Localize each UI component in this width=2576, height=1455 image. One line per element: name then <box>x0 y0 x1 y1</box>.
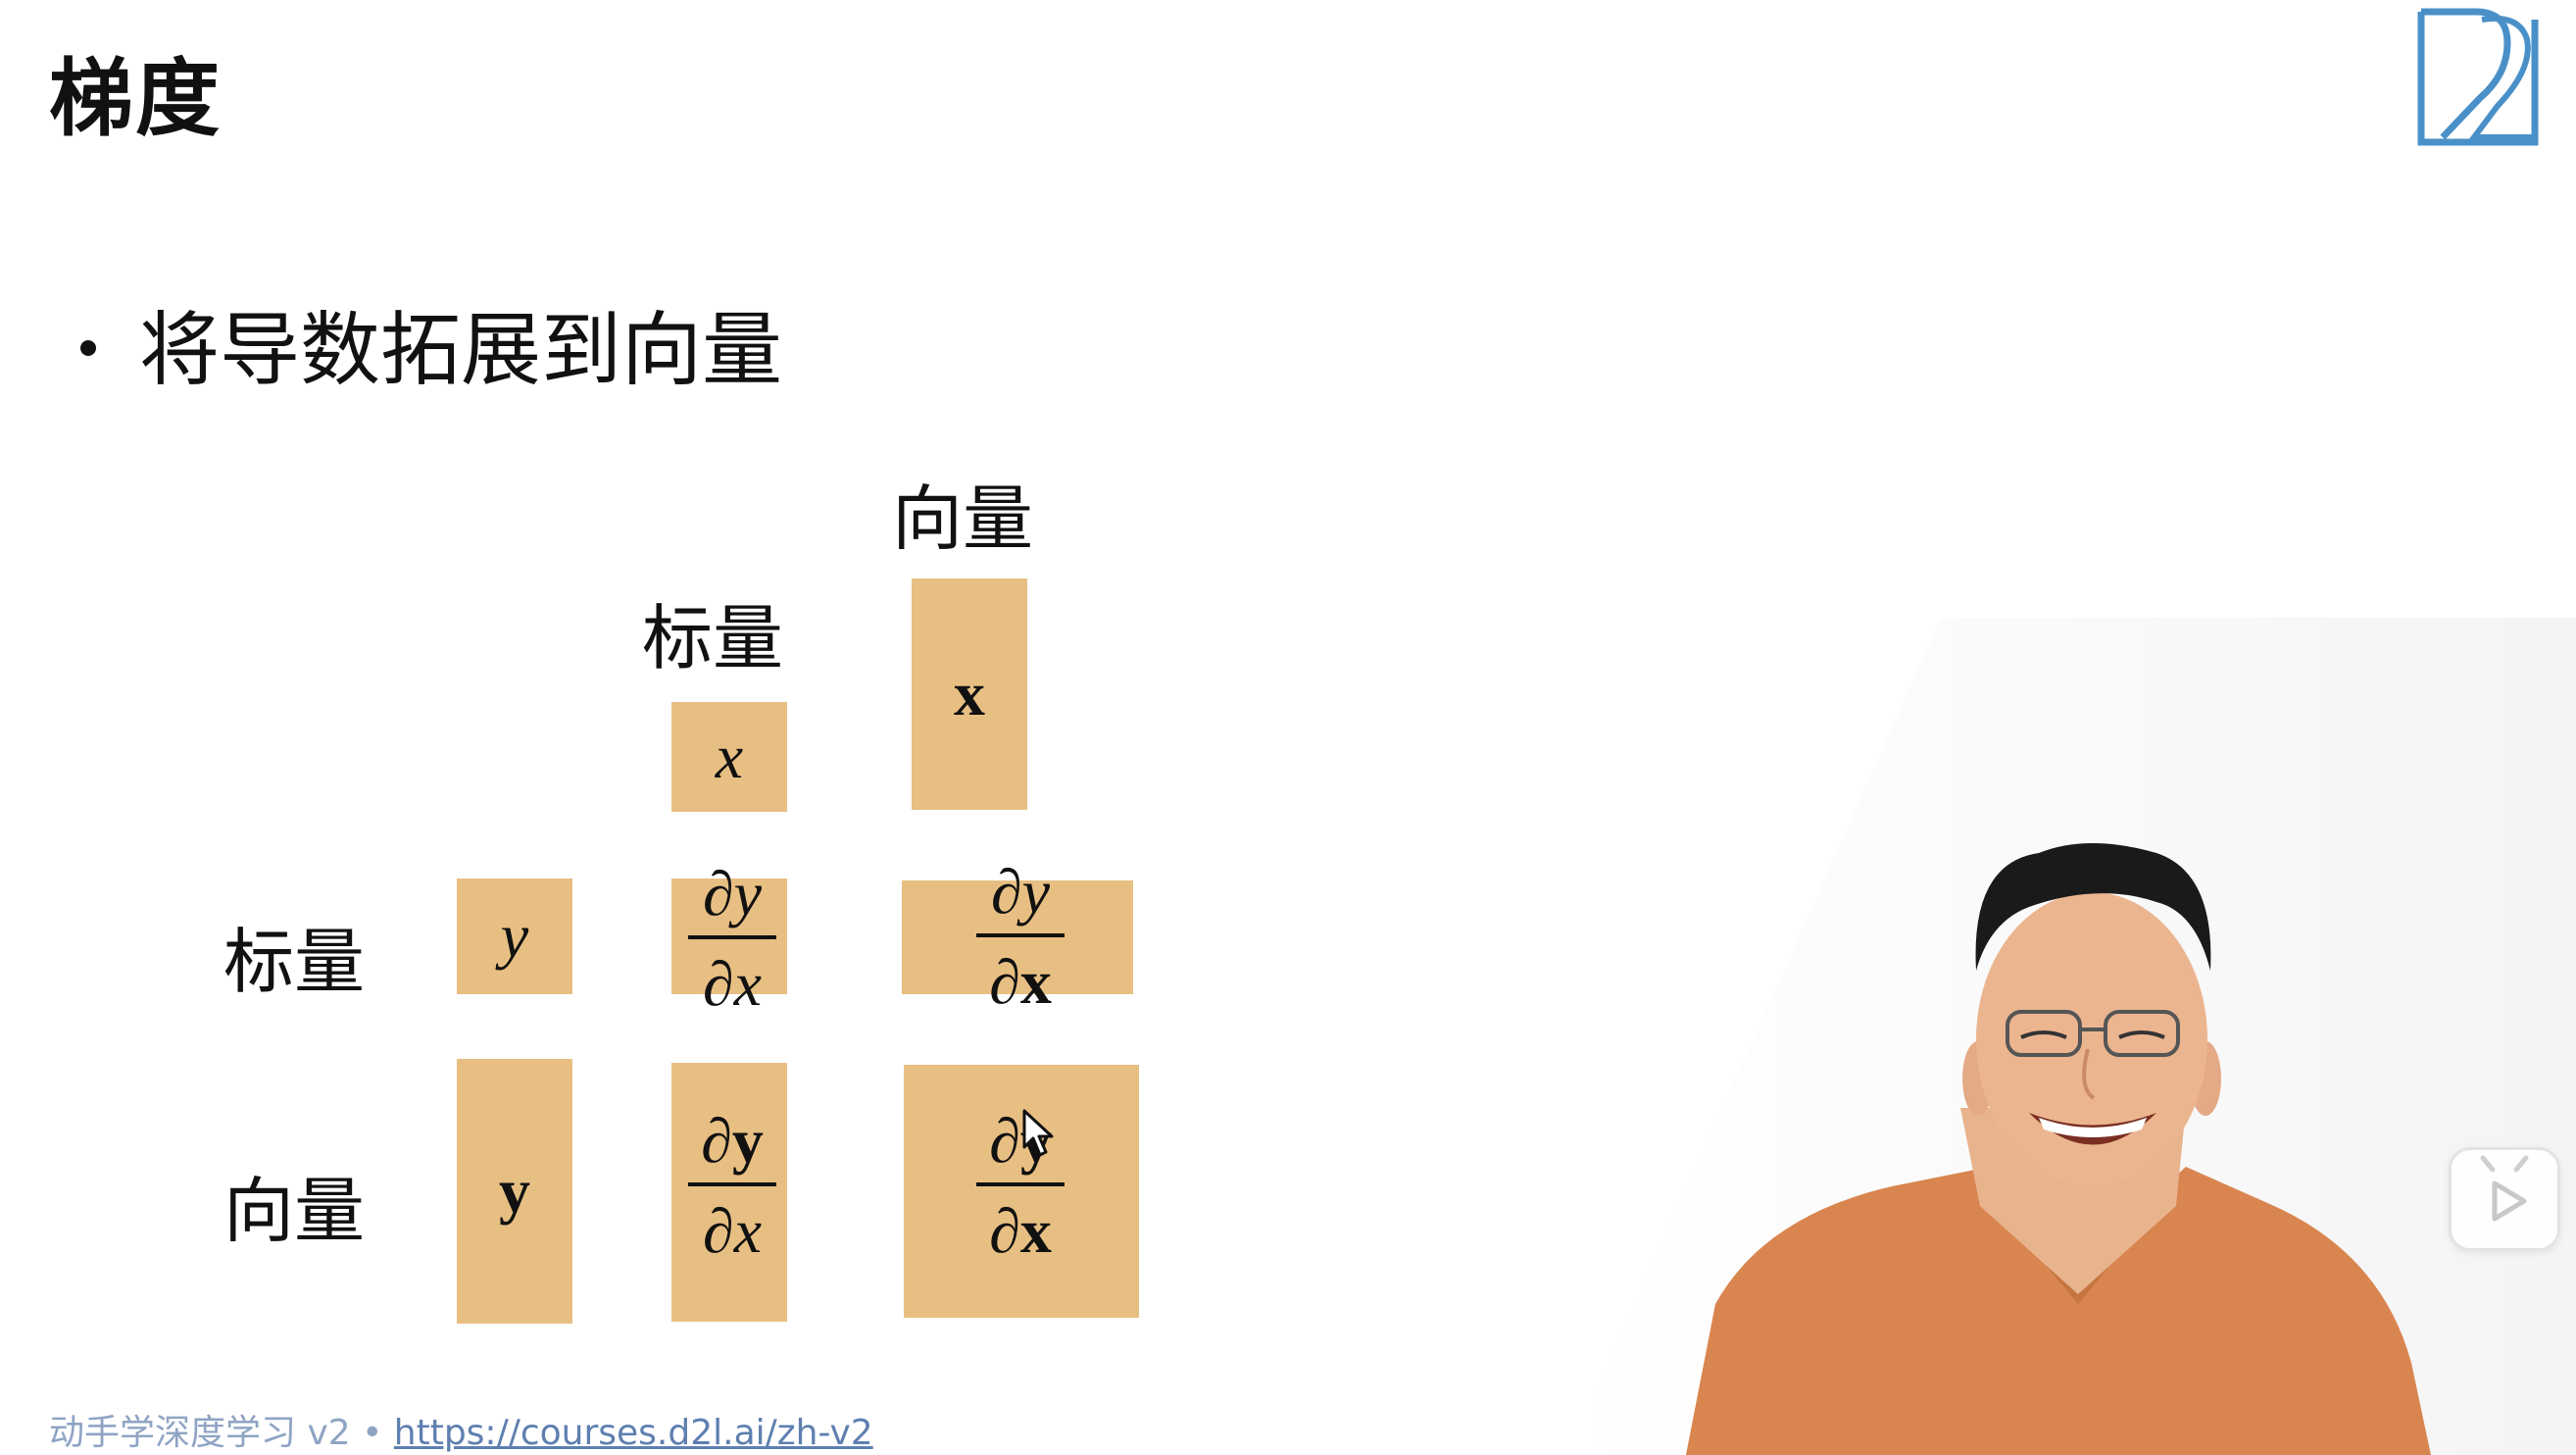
dyvec-dx-box <box>671 1063 787 1322</box>
footer: 动手学深度学习 v2 • https://courses.d2l.ai/zh-v… <box>49 1404 873 1455</box>
fraction-bar <box>976 933 1065 937</box>
dy-dx-scalar-fraction: ∂y ∂x <box>688 863 776 1016</box>
denominator-x: x <box>733 1196 763 1266</box>
dyvec-dx-fraction: ∂y ∂x <box>688 1110 776 1263</box>
mouse-cursor-icon <box>1022 1109 1054 1157</box>
fraction-bar <box>688 1182 776 1186</box>
bullet-point: 将导数拓展到向量 <box>80 284 782 401</box>
x-scalar-symbol: x <box>715 722 744 791</box>
bullet-text: 将导数拓展到向量 <box>139 304 783 397</box>
numerator-y: y <box>733 859 763 928</box>
denominator-x: x <box>1019 1196 1052 1266</box>
partial-symbol: ∂ <box>702 949 734 1019</box>
x-scalar-box: x <box>671 702 787 812</box>
dyvec-dxvec-box <box>904 1065 1139 1318</box>
x-vector-symbol: x <box>954 659 985 728</box>
y-scalar-symbol: y <box>500 901 529 971</box>
y-scalar-box: y <box>457 878 572 994</box>
play-icon <box>2480 1155 2529 1222</box>
fraction-bar <box>976 1182 1065 1186</box>
y-vector-symbol: y <box>499 1156 530 1226</box>
dy-dxvec-fraction: ∂y ∂x <box>976 861 1065 1014</box>
numerator-y: y <box>731 1106 764 1176</box>
partial-symbol: ∂ <box>702 1196 734 1266</box>
fraction-bar <box>688 935 776 939</box>
denominator-x: x <box>1019 947 1052 1017</box>
partial-symbol: ∂ <box>989 1106 1020 1176</box>
partial-symbol: ∂ <box>702 859 734 928</box>
row-header-scalar: 标量 <box>223 921 366 1003</box>
y-vector-box: y <box>457 1059 572 1324</box>
bullet-dot <box>80 339 96 356</box>
footer-course-label: 动手学深度学习 v2 • <box>49 1413 394 1453</box>
row-header-vector: 向量 <box>223 1170 366 1252</box>
partial-symbol: ∂ <box>989 947 1020 1017</box>
numerator-y: y <box>1021 857 1051 927</box>
presenter-video <box>1568 618 2576 1455</box>
d2l-logo-icon <box>2417 8 2539 146</box>
dy-dxvec-box <box>902 880 1133 994</box>
col-header-vector: 向量 <box>892 477 1034 560</box>
play-button[interactable] <box>2449 1147 2560 1251</box>
partial-symbol: ∂ <box>989 1196 1020 1266</box>
slide-title: 梯度 <box>49 50 222 148</box>
partial-symbol: ∂ <box>990 857 1022 927</box>
denominator-x: x <box>733 949 763 1019</box>
x-vector-box: x <box>912 578 1027 810</box>
col-header-scalar: 标量 <box>642 597 784 679</box>
footer-link[interactable]: https://courses.d2l.ai/zh-v2 <box>393 1413 873 1453</box>
partial-symbol: ∂ <box>701 1106 732 1176</box>
